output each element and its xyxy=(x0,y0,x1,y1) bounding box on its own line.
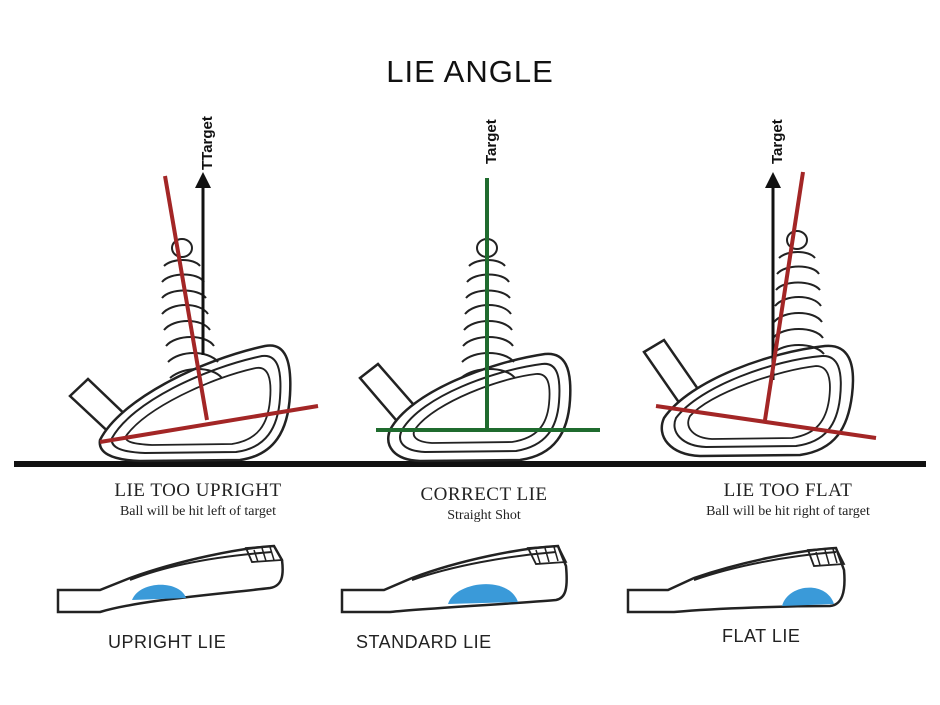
caption-correct-subtext: Straight Shot xyxy=(447,508,521,523)
label-standard-lie: STANDARD LIE xyxy=(356,632,492,652)
target-label-flat: Target xyxy=(769,119,786,164)
caption-upright-heading: LIE TOO UPRIGHT xyxy=(114,480,282,501)
caption-flat-heading: LIE TOO FLAT xyxy=(723,480,853,501)
sole-upright xyxy=(56,544,284,614)
sole-standard xyxy=(340,544,568,614)
panel-correct-club xyxy=(358,178,600,463)
caption-correct: CORRECT LIE Straight Shot xyxy=(334,484,634,524)
panel-flat-club xyxy=(642,171,877,458)
caption-correct-heading: CORRECT LIE xyxy=(420,484,548,505)
caption-upright-subtext: Ball will be hit left of target xyxy=(119,504,277,519)
sole-flat xyxy=(626,546,846,614)
diagram-title: LIE ANGLE xyxy=(386,54,554,89)
target-label-upright: TTarget xyxy=(199,116,216,170)
target-label-correct: Target xyxy=(483,119,500,164)
caption-flat: LIE TOO FLAT Ball will be hit right of t… xyxy=(638,480,938,520)
label-upright-lie: UPRIGHT LIE xyxy=(108,632,227,652)
ground-line xyxy=(14,461,926,467)
caption-upright: LIE TOO UPRIGHT Ball will be hit left of… xyxy=(48,480,348,520)
panel-upright-club xyxy=(68,172,319,463)
caption-flat-subtext: Ball will be hit right of target xyxy=(706,504,870,519)
label-flat-lie: FLAT LIE xyxy=(722,626,801,646)
